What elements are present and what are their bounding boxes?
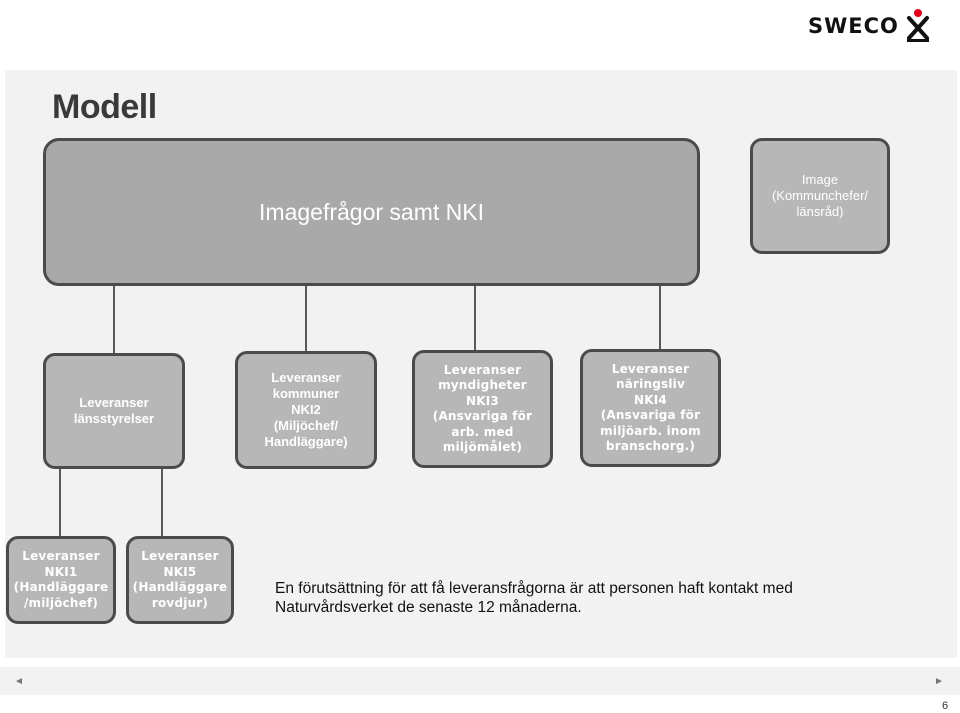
next-triangle-icon[interactable]: ►	[934, 676, 944, 687]
box-lansstyrelser: Leveranser länsstyrelser	[43, 353, 185, 469]
page-number: 6	[942, 700, 949, 712]
box-label: Leveranser näringsliv NKI4 (Ansvariga fö…	[600, 361, 701, 454]
top-box-imagefragor: Imagefrågor samt NKI	[43, 138, 700, 286]
box-nki5: Leveranser NKI5 (Handläggare rovdjur)	[126, 536, 234, 624]
box-label: Leveranser NKI1 (Handläggare /miljöchef)	[13, 549, 109, 610]
box-nki1: Leveranser NKI1 (Handläggare /miljöchef)	[6, 536, 116, 624]
connector-line	[305, 283, 307, 353]
slide-title: Modell	[52, 88, 157, 126]
box-label: Leveranser NKI5 (Handläggare rovdjur)	[132, 549, 228, 610]
box-label: Leveranser myndigheter NKI3 (Ansvariga f…	[432, 362, 533, 455]
sweco-star-mark-icon	[906, 9, 929, 42]
sweco-logo: SWECO	[808, 6, 933, 46]
box-kommuner: Leveranser kommuner NKI2 (Miljöchef/ Han…	[235, 351, 377, 469]
connector-line	[59, 468, 61, 538]
connector-line	[474, 283, 476, 352]
image-box-label: Image (Kommunchefer/ länsråd)	[771, 172, 869, 219]
box-naringsliv: Leveranser näringsliv NKI4 (Ansvariga fö…	[580, 349, 721, 467]
connector-line	[659, 283, 661, 350]
box-label: Leveranser länsstyrelser	[73, 395, 155, 426]
footer-bar	[0, 667, 960, 695]
note-text: En förutsättning för att få leveransfråg…	[275, 580, 793, 616]
connector-line	[161, 468, 163, 538]
connector-line	[113, 283, 115, 355]
box-myndigheter: Leveranser myndigheter NKI3 (Ansvariga f…	[412, 350, 553, 468]
box-label: Leveranser kommuner NKI2 (Miljöchef/ Han…	[264, 370, 348, 449]
image-box: Image (Kommunchefer/ länsråd)	[750, 138, 890, 254]
top-box-label: Imagefrågor samt NKI	[259, 199, 484, 225]
prev-triangle-icon[interactable]: ◄	[14, 676, 24, 687]
sweco-logo-text: SWECO	[808, 14, 899, 38]
